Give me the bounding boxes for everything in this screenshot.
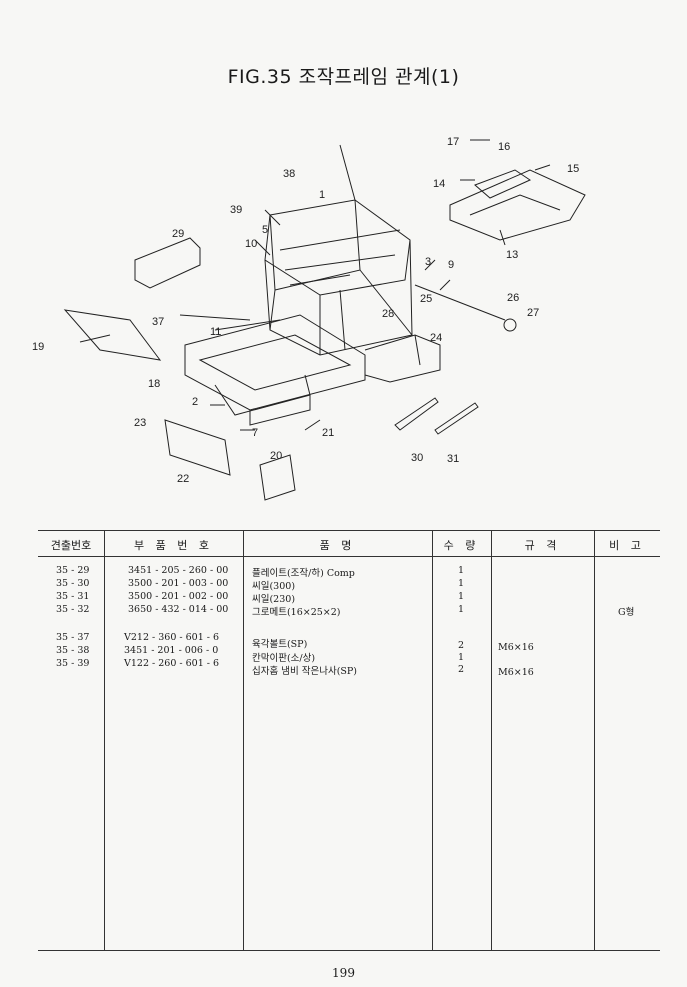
col-header-part: 부 품 번 호 [134, 539, 213, 552]
callout-28: 28 [382, 308, 394, 320]
callout-14: 14 [433, 178, 445, 190]
callout-3: 3 [425, 256, 431, 268]
callout-23: 23 [134, 417, 146, 429]
parts-diagram: 1 2 3 5 7 9 10 11 13 14 15 16 17 18 19 2… [32, 136, 586, 501]
callout-37: 37 [152, 316, 164, 328]
page-title: FIG.35 조작프레임 관계(1) [227, 66, 460, 88]
callout-5: 5 [262, 224, 268, 236]
table-bottom-rule [38, 950, 660, 951]
callout-13: 13 [506, 249, 518, 261]
callout-21: 21 [322, 427, 334, 439]
callout-10: 10 [245, 238, 257, 250]
callout-7: 7 [252, 427, 258, 439]
col-header-ref: 견출번호 [50, 539, 92, 552]
table-header-rule [38, 556, 660, 557]
col-header-qty: 수 량 [443, 539, 480, 552]
page-number: 199 [332, 966, 355, 980]
callout-39: 39 [230, 204, 242, 216]
callout-19: 19 [32, 341, 44, 353]
col-header-name: 품 명 [319, 539, 356, 552]
callout-16: 16 [498, 141, 510, 153]
callout-38: 38 [283, 168, 295, 180]
callout-24: 24 [430, 332, 442, 344]
col-header-spec: 규 격 [524, 539, 561, 552]
callout-22: 22 [177, 473, 189, 485]
callout-1: 1 [319, 189, 325, 201]
callout-26: 26 [507, 292, 519, 304]
col-header-note: 비 고 [609, 539, 645, 552]
callout-31: 31 [447, 453, 459, 465]
callout-20: 20 [270, 450, 282, 462]
callout-11: 11 [210, 326, 221, 338]
callout-27: 27 [527, 307, 539, 319]
callout-18: 18 [148, 378, 160, 390]
table-top-rule [38, 530, 660, 531]
callout-9: 9 [448, 259, 454, 271]
callout-30: 30 [411, 452, 423, 464]
callout-25: 25 [420, 293, 432, 305]
callout-17: 17 [447, 136, 459, 148]
callout-2: 2 [192, 396, 198, 408]
callout-15: 15 [567, 163, 579, 175]
callout-29: 29 [172, 228, 184, 240]
